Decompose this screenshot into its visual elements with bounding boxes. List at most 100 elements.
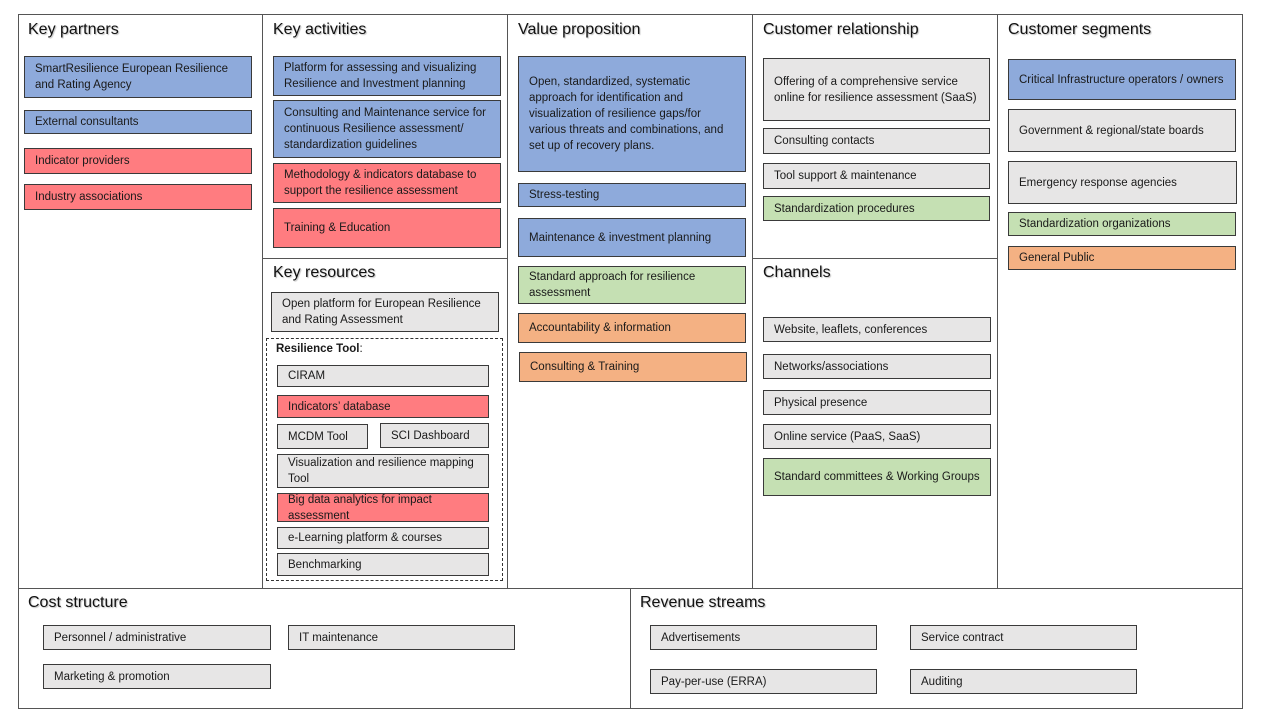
channel-online-service: Online service (PaaS, SaaS) bbox=[763, 424, 991, 449]
box-label: Training & Education bbox=[284, 222, 391, 234]
channel-physical-presence: Physical presence bbox=[763, 390, 991, 415]
cost-personnel: Personnel / administrative bbox=[43, 625, 271, 650]
box-label: Online service (PaaS, SaaS) bbox=[774, 430, 921, 443]
box-label: Offering of a comprehensive service onli… bbox=[774, 75, 977, 104]
box-label: Standardization procedures bbox=[774, 202, 915, 215]
revenue-auditing: Auditing bbox=[910, 669, 1137, 694]
box-label: Pay-per-use (ERRA) bbox=[661, 675, 767, 688]
box-label: Accountability & information bbox=[529, 322, 671, 334]
divider-partners-activities bbox=[262, 14, 263, 588]
box-label: SCI Dashboard bbox=[391, 429, 470, 442]
divider-activities-value bbox=[507, 14, 508, 588]
box-label: Government & regional/state boards bbox=[1019, 124, 1204, 137]
box-label: Service contract bbox=[921, 631, 1004, 644]
channel-website: Website, leaflets, conferences bbox=[763, 317, 991, 342]
box-label: Indicators’ database bbox=[288, 400, 391, 413]
revenue-streams-title: Revenue streams bbox=[640, 594, 766, 611]
cost-structure-title: Cost structure bbox=[28, 594, 128, 611]
cost-marketing: Marketing & promotion bbox=[43, 664, 271, 689]
box-label: Consulting contacts bbox=[774, 135, 875, 147]
revenue-advertisements: Advertisements bbox=[650, 625, 877, 650]
box-label: Physical presence bbox=[774, 396, 868, 409]
key-partners-title: Key partners bbox=[28, 21, 119, 38]
segment-standardization-organizations: Standardization organizations bbox=[1008, 212, 1236, 236]
box-label: Auditing bbox=[921, 675, 963, 688]
relationship-standardization: Standardization procedures bbox=[763, 196, 990, 221]
box-label: Consulting and Maintenance service for c… bbox=[284, 107, 487, 151]
partner-smartresilience: SmartResilience European Resilience and … bbox=[24, 56, 252, 98]
partner-industry-associations: Industry associations bbox=[24, 184, 252, 210]
divider-value-relationship bbox=[752, 14, 753, 588]
box-label: Personnel / administrative bbox=[54, 631, 187, 644]
value-accountability: Accountability & information bbox=[518, 313, 746, 343]
box-label: Standard approach for resilience assessm… bbox=[529, 271, 696, 299]
value-open-approach: Open, standardized, systematic approach … bbox=[518, 56, 746, 172]
revenue-pay-per-use: Pay-per-use (ERRA) bbox=[650, 669, 877, 694]
resilience-tool-title-colon: : bbox=[359, 343, 363, 355]
box-label: SmartResilience European Resilience and … bbox=[35, 63, 229, 91]
box-label: Maintenance & investment planning bbox=[529, 231, 712, 244]
revenue-service-contract: Service contract bbox=[910, 625, 1137, 650]
customer-segments-title: Customer segments bbox=[1008, 21, 1152, 38]
tool-benchmarking: Benchmarking bbox=[277, 553, 489, 576]
divider-cost-revenue bbox=[630, 588, 631, 709]
value-consulting-training: Consulting & Training bbox=[519, 352, 747, 382]
activity-methodology: Methodology & indicators database to sup… bbox=[273, 163, 501, 203]
customer-relationship-title: Customer relationship bbox=[763, 21, 919, 38]
tool-ciram: CIRAM bbox=[277, 365, 489, 387]
key-resources-title: Key resources bbox=[273, 264, 376, 281]
box-label: Big data analytics for impact assessment bbox=[288, 493, 432, 522]
channel-networks: Networks/associations bbox=[763, 354, 991, 379]
box-label: Stress-testing bbox=[529, 189, 600, 201]
box-label: CIRAM bbox=[288, 370, 326, 382]
box-label: Advertisements bbox=[661, 631, 741, 644]
box-label: Standard committees & Working Groups bbox=[774, 471, 980, 483]
segment-emergency-agencies: Emergency response agencies bbox=[1008, 161, 1237, 204]
cost-it-maintenance: IT maintenance bbox=[288, 625, 515, 650]
box-label: Open platform for European Resilience an… bbox=[282, 298, 481, 326]
box-label: IT maintenance bbox=[299, 631, 379, 644]
box-label: Emergency response agencies bbox=[1019, 176, 1177, 189]
resilience-tool-title: Resilience Tool: bbox=[276, 343, 363, 355]
box-label: External consultants bbox=[35, 116, 139, 128]
box-label: Critical Infrastructure operators / owne… bbox=[1019, 73, 1224, 86]
box-label: e-Learning platform & courses bbox=[288, 532, 443, 544]
box-label: Website, leaflets, conferences bbox=[774, 323, 928, 336]
partner-indicator-providers: Indicator providers bbox=[24, 148, 252, 174]
box-label: Indicator providers bbox=[35, 155, 130, 167]
channels-title: Channels bbox=[763, 264, 831, 281]
activity-platform: Platform for assessing and visualizing R… bbox=[273, 56, 501, 96]
partner-external-consultants: External consultants bbox=[24, 110, 252, 134]
value-standard-approach: Standard approach for resilience assessm… bbox=[518, 266, 746, 304]
segment-government: Government & regional/state boards bbox=[1008, 109, 1236, 152]
box-label: Industry associations bbox=[35, 191, 143, 203]
activity-consulting-maintenance: Consulting and Maintenance service for c… bbox=[273, 100, 501, 158]
resilience-tool-title-text: Resilience Tool bbox=[276, 343, 360, 355]
tool-sci-dashboard: SCI Dashboard bbox=[380, 423, 489, 448]
value-maintenance-investment: Maintenance & investment planning bbox=[518, 218, 746, 257]
divider-activities-resources bbox=[262, 258, 507, 259]
tool-big-data: Big data analytics for impact assessment bbox=[277, 493, 489, 522]
divider-relationship-channels bbox=[752, 258, 997, 259]
box-label: Methodology & indicators database to sup… bbox=[284, 169, 477, 197]
box-label: Benchmarking bbox=[288, 558, 362, 571]
box-label: Standardization organizations bbox=[1019, 218, 1171, 230]
box-label: MCDM Tool bbox=[288, 430, 348, 443]
relationship-tool-support: Tool support & maintenance bbox=[763, 163, 990, 189]
activity-training: Training & Education bbox=[273, 208, 501, 248]
box-label: Consulting & Training bbox=[530, 361, 640, 373]
divider-relationship-segments bbox=[997, 14, 998, 588]
relationship-comprehensive-service: Offering of a comprehensive service onli… bbox=[763, 58, 990, 121]
tool-visualization: Visualization and resilience mapping Too… bbox=[277, 454, 489, 488]
resilience-tool-group bbox=[266, 338, 503, 581]
tool-mcdm: MCDM Tool bbox=[277, 424, 368, 449]
box-label: Networks/associations bbox=[774, 360, 889, 373]
value-proposition-title: Value proposition bbox=[518, 21, 641, 38]
tool-indicators-database: Indicators’ database bbox=[277, 395, 489, 418]
segment-critical-infrastructure: Critical Infrastructure operators / owne… bbox=[1008, 59, 1236, 100]
key-activities-title: Key activities bbox=[273, 21, 367, 38]
tool-elearning: e-Learning platform & courses bbox=[277, 527, 489, 549]
resource-open-platform: Open platform for European Resilience an… bbox=[271, 292, 499, 332]
segment-general-public: General Public bbox=[1008, 246, 1236, 270]
box-label: Platform for assessing and visualizing R… bbox=[284, 62, 477, 90]
